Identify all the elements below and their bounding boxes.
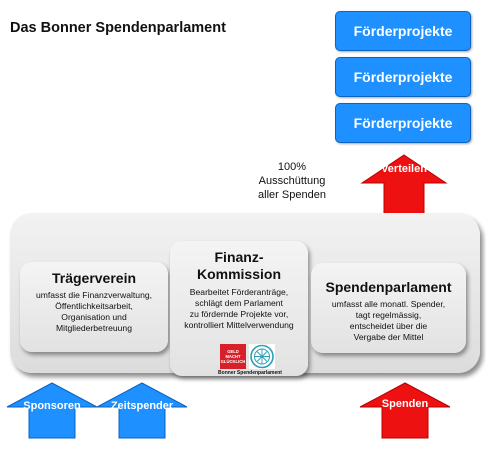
finanzkommission-line: schlägt dem Parlament [195, 298, 283, 308]
spendenparlament-title: Spendenparlament [325, 279, 452, 295]
spendenparlament-line: umfasst alle monatl. Spender, [331, 299, 446, 309]
traegerverein-line: Organisation und [61, 312, 127, 322]
zeitspender-label: Zeitspender [110, 400, 174, 412]
finanzkommission-title-line: Kommission [196, 266, 281, 282]
verteilen-label: Verteilen [381, 163, 427, 175]
project-box-2[interactable]: Förderprojekte [335, 57, 471, 97]
logo-caption: Bonner Spendenparlament [218, 370, 282, 376]
distribution-note-line: Ausschüttung [258, 175, 326, 187]
spendenparlament-text: umfasst alle monatl. Spender, tagt regel… [311, 299, 466, 343]
project-box-3[interactable]: Förderprojekte [335, 103, 471, 143]
distribution-note-line: aller Spenden [258, 189, 326, 201]
traegerverein-line: Mitgliederbetreuung [56, 323, 132, 333]
spendenparlament-line: Vergabe der Mittel [353, 332, 424, 342]
traegerverein-line: umfasst die Finanzverwaltung, [35, 290, 153, 300]
spendenparlament-box: Spendenparlament umfasst alle monatl. Sp… [311, 263, 466, 353]
distribution-note: 100% Ausschüttung aller Spenden [246, 160, 338, 202]
finanzkommission-line: Bearbeitet Förderanträge, [189, 287, 289, 297]
sponsoren-arrow [6, 382, 98, 439]
logo-red-line: GLÜCKLICH [220, 359, 246, 364]
bonner-spendenparlament-logo: GELD MACHT GLÜCKLICH Bonner Spendenparla… [218, 344, 282, 378]
traegerverein-line: Öffentlichkeitsarbeit, [55, 301, 133, 311]
logo-red-line: GELD MACHT [225, 349, 241, 359]
traegerverein-title: Trägerverein [51, 270, 137, 286]
finanzkommission-line: kontrolliert Mittelverwendung [184, 320, 294, 330]
project-box-1[interactable]: Förderprojekte [335, 11, 471, 51]
page-title: Das Bonner Spendenparlament [10, 20, 226, 36]
spenden-label: Spenden [381, 398, 429, 410]
zeitspender-arrow [96, 382, 188, 439]
seal-icon [249, 344, 275, 369]
distribution-note-line: 100% [277, 161, 307, 173]
finanzkommission-box: Finanz- Kommission Bearbeitet Förderantr… [170, 241, 308, 376]
finanzkommission-title-line: Finanz- [214, 249, 264, 265]
logo-red-badge: GELD MACHT GLÜCKLICH [220, 344, 246, 369]
finanzkommission-line: zu fördernde Projekte vor, [189, 309, 289, 319]
sponsoren-label: Sponsoren [23, 400, 81, 412]
spenden-arrow [359, 382, 451, 439]
spendenparlament-line: entscheidet über die [349, 321, 428, 331]
traegerverein-box: Trägerverein umfasst die Finanzverwaltun… [20, 262, 168, 352]
traegerverein-text: umfasst die Finanzverwaltung, Öffentlich… [20, 290, 168, 334]
spendenparlament-line: tagt regelmässig, [355, 310, 422, 320]
finanzkommission-text: Bearbeitet Förderanträge, schlägt dem Pa… [170, 287, 308, 331]
